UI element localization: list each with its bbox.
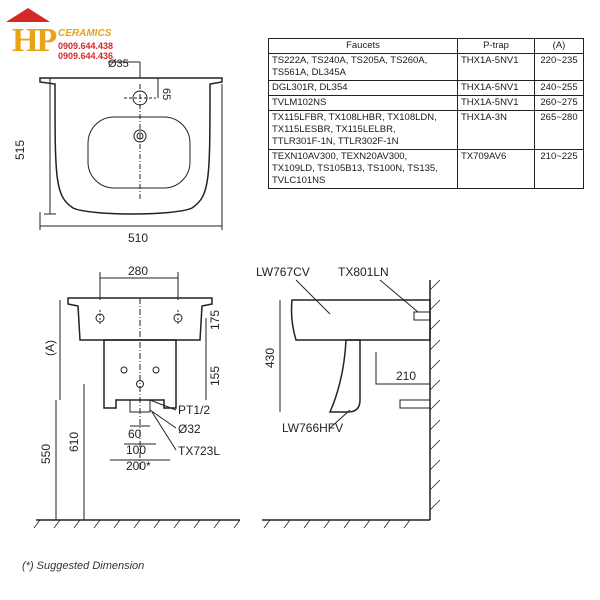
logo-phone-2: 0909.644.436 [58, 51, 114, 61]
dim-155-label: 155 [208, 366, 222, 386]
faucet-line: TVLC101NS [272, 175, 326, 186]
leader-tx723l [151, 411, 177, 451]
dim-430-label: 430 [263, 348, 277, 368]
leader-tx801ln [379, 279, 419, 313]
dim-200-label: 200* [126, 459, 151, 473]
table-row: TX115LFBR, TX108LHBR, TX108LDN,TX115LESB… [268, 110, 584, 150]
label-o32: Ø32 [178, 422, 201, 436]
leader-lw766hfv [329, 409, 351, 429]
faucet-line: TX109LD, TS105B13, TS100N, TS135, [272, 163, 438, 174]
leader-lw767cv [295, 279, 331, 315]
supply-right [152, 366, 160, 374]
dim-100-label: 100 [126, 443, 146, 457]
dim-510-label: 510 [128, 231, 148, 245]
dim-550-label: 550 [39, 444, 53, 464]
wall-flange [399, 399, 431, 409]
table-header-row: Faucets P-trap (A) [268, 38, 584, 54]
faucet-line: TX115LESBR, TX115LELBR, [272, 124, 396, 135]
faucet-line: TX115LFBR, TX108LHBR, TX108LDN, [272, 112, 437, 123]
faucet-line: TEXN10AV300, TEXN20AV300, [272, 151, 408, 162]
cell-range: 265~280 [534, 110, 584, 150]
pedestal-front [103, 339, 177, 409]
top-view: Ø35 65 515 510 [13, 58, 223, 245]
dim-a-label: (A) [43, 340, 57, 356]
side-view: 430 210 LW767CV TX801LN LW766HFV [256, 265, 441, 529]
house-roof-icon [6, 8, 50, 22]
floor-hatch-front [33, 519, 241, 529]
table-row: TEXN10AV300, TEXN20AV300,TX109LD, TS105B… [268, 149, 584, 189]
supply-left [120, 366, 128, 374]
pedestal-side [328, 339, 361, 413]
table-body: TS222A, TS240A, TS205A, TS260A,TS561A, D… [268, 53, 584, 189]
basin-top-outline [39, 77, 223, 215]
faucet-line: TS561A, DL345A [272, 67, 346, 78]
faucet-spec-table: Faucets P-trap (A) TS222A, TS240A, TS205… [268, 38, 584, 189]
faucet-line: DGL301R, DL354 [272, 82, 348, 93]
dim-60-label: 60 [128, 427, 142, 441]
front-view: 280 (A) 175 155 550 610 60 100 200* [33, 264, 241, 529]
basin-bowl [87, 116, 191, 189]
label-tx723l: TX723L [178, 444, 220, 458]
dim-65-label: 65 [160, 88, 172, 100]
floor-hatch-side [263, 519, 411, 529]
faucet-valve [413, 311, 431, 321]
label-lw766hfv: LW766HFV [282, 421, 343, 435]
dim-610-label: 610 [67, 432, 81, 452]
dim-515-label: 515 [13, 140, 27, 160]
wall-hatch [429, 279, 441, 511]
faucet-line: TS222A, TS240A, TS205A, TS260A, [272, 55, 428, 66]
brand-logo: HP CERAMICS 0909.644.438 0909.644.436 [6, 8, 126, 64]
leader-o32 [149, 409, 177, 429]
leader-pt [149, 399, 177, 411]
footnote-suggested-dimension: (*) Suggested Dimension [22, 560, 145, 572]
label-pt: PT1/2 [178, 403, 210, 417]
faucet-line: TTLR301F-1N, TTLR302F-1N [272, 136, 399, 147]
logo-mark: HP [12, 22, 57, 59]
dim-hole-diameter: Ø35 [108, 58, 129, 70]
logo-phone-1: 0909.644.438 [58, 41, 114, 51]
cell-faucets: TEXN10AV300, TEXN20AV300,TX109LD, TS105B… [268, 149, 458, 189]
dim-280-label: 280 [128, 264, 148, 278]
cell-range: 210~225 [534, 149, 584, 189]
basin-front-outline [67, 297, 213, 341]
dim-175-label: 175 [208, 310, 222, 330]
faucet-line: TVLM102NS [272, 97, 327, 108]
cell-ptrap: TX709AV6 [457, 149, 535, 189]
label-tx801ln: TX801LN [338, 265, 389, 279]
basin-side-outline [290, 299, 431, 341]
logo-brand-text: CERAMICS [58, 28, 112, 39]
label-lw767cv: LW767CV [256, 265, 310, 279]
dim-210-label: 210 [396, 369, 416, 383]
